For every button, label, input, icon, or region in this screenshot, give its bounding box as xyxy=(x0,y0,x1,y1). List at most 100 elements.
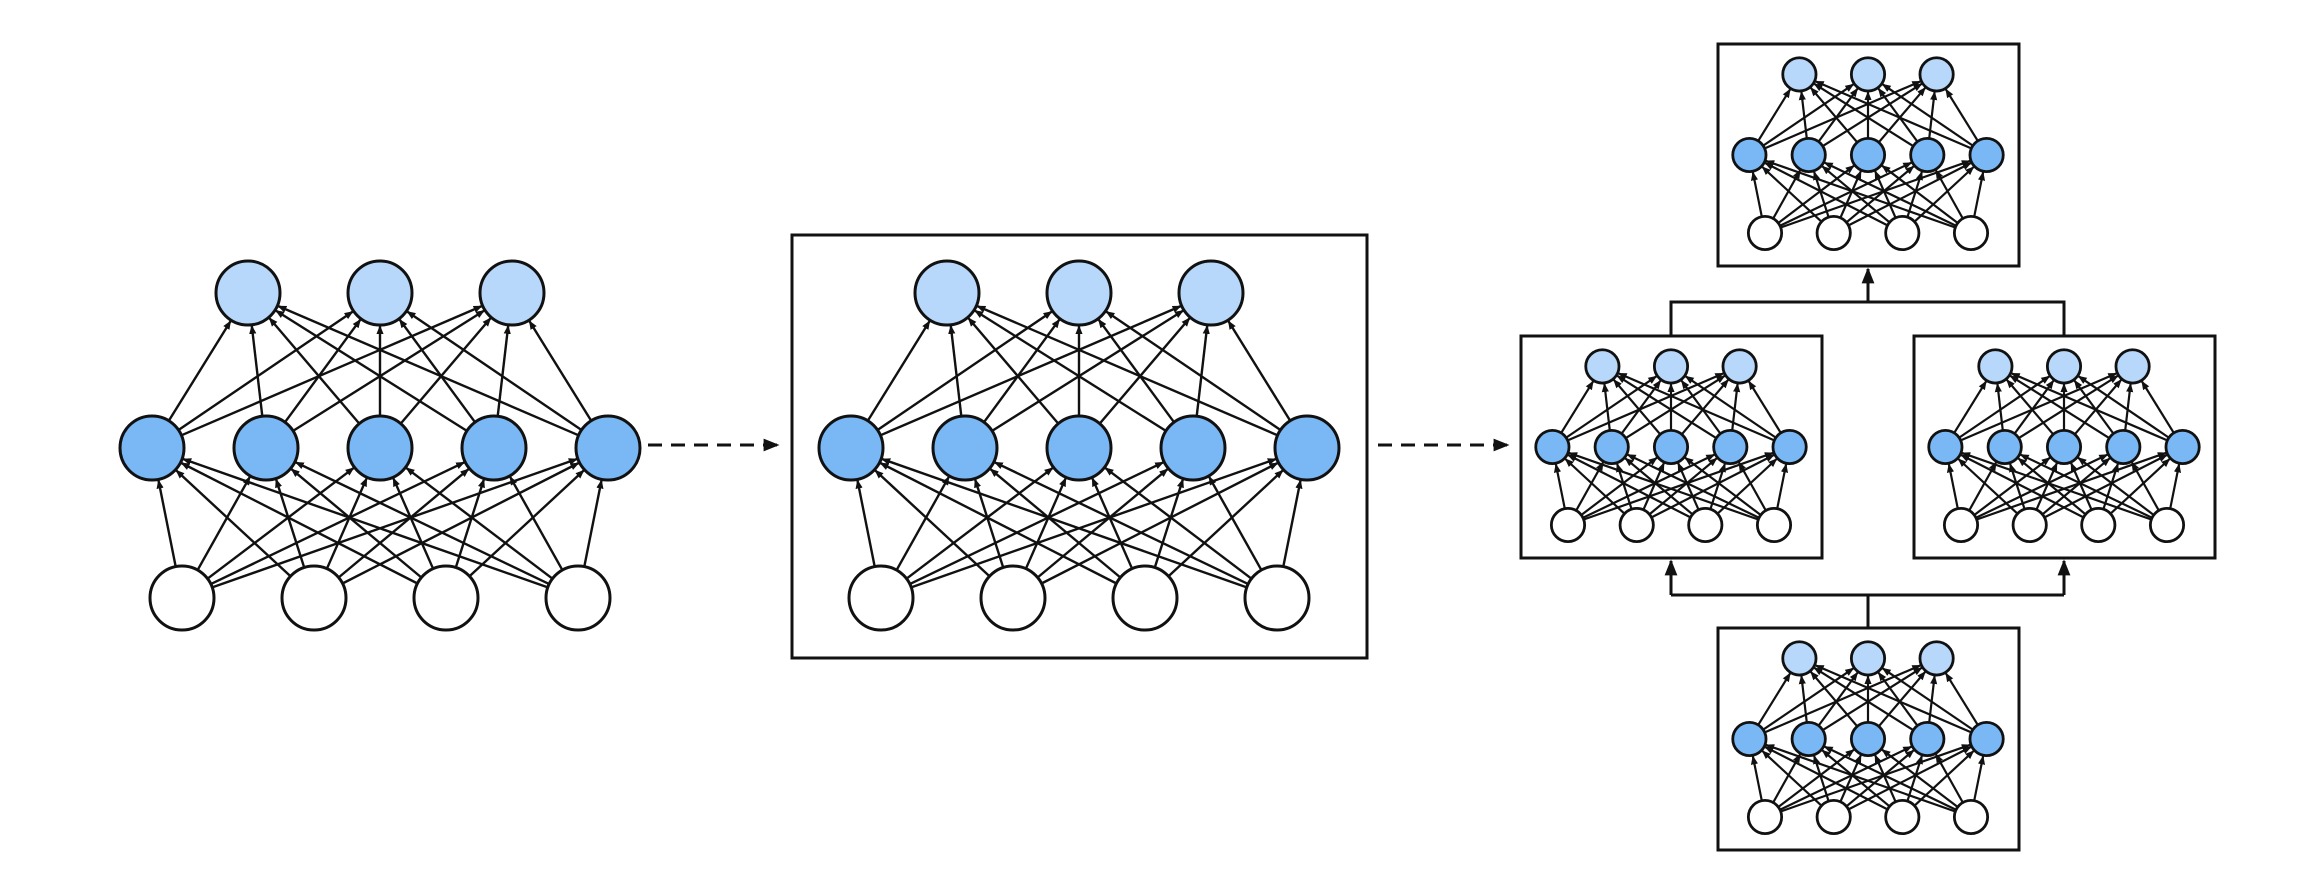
composed-bottom-edge-hidden-1-to-output-2 xyxy=(1822,666,1923,732)
block-edge-input-0-to-hidden-3 xyxy=(909,461,1165,586)
standalone-edge-input-0-to-hidden-3 xyxy=(210,461,466,586)
composed-top-edge-input-2-to-hidden-2 xyxy=(1874,170,1897,219)
standalone-edge-hidden-3-to-output-1 xyxy=(398,318,476,423)
composed-middle-left-edge-input-0-to-hidden-0 xyxy=(1553,463,1566,509)
composed-middle-right-edge-hidden-4-to-output-1 xyxy=(2077,375,2170,439)
composed-middle-left-output-node-2 xyxy=(1721,348,1758,385)
composed-bottom-edge-input-3-to-hidden-1 xyxy=(1823,745,1957,811)
composed-bottom-edge-input-2-to-hidden-0 xyxy=(1764,746,1888,811)
block-edge-input-2-to-hidden-1 xyxy=(989,468,1122,579)
composed-middle-left-edge-input-2-to-hidden-1 xyxy=(1624,457,1694,516)
composed-middle-left-input-node-0 xyxy=(1549,506,1587,544)
mlp-block xyxy=(790,233,1369,660)
composed-top-edge-hidden-4-to-output-1 xyxy=(1881,83,1974,147)
standalone-hidden-node-4 xyxy=(574,414,642,482)
composed-bottom-edge-input-3-to-hidden-0 xyxy=(1765,743,1956,813)
block-hidden-node-4 xyxy=(1273,414,1341,482)
composed-middle-left-edge-hidden-2-to-output-2 xyxy=(1680,379,1730,436)
composed-middle-right-edge-hidden-4-to-output-2 xyxy=(2140,380,2175,434)
composed-top-input-node-1 xyxy=(1815,214,1852,252)
block-edge-input-2-to-hidden-4 xyxy=(1167,469,1284,578)
composed-top-edge-hidden-1-to-output-0 xyxy=(1798,91,1808,139)
composed-bottom-edge-hidden-3-to-output-1 xyxy=(1877,671,1919,727)
composed-middle-right-edge-input-2-to-hidden-4 xyxy=(2109,458,2171,515)
standalone-input-node-2 xyxy=(412,564,480,632)
composed-middle-right-hidden-node-4 xyxy=(2164,428,2201,466)
composed-bottom-edge-hidden-4-to-output-2 xyxy=(1944,672,1979,726)
block-output-node-1 xyxy=(1045,259,1113,327)
composed-bottom-input-node-1 xyxy=(1815,798,1852,836)
block-edge-input-3-to-hidden-1 xyxy=(993,461,1249,586)
standalone-edge-hidden-0-to-output-0 xyxy=(167,320,232,422)
block-edge-input-1-to-hidden-4 xyxy=(1040,461,1279,585)
composed-middle-right-edge-input-2-to-hidden-2 xyxy=(2070,462,2093,511)
composed-middle-left-edges xyxy=(1553,372,1789,521)
block-edge-input-0-to-hidden-1 xyxy=(895,476,950,571)
composed-bottom-input-node-3 xyxy=(1952,798,1990,836)
composed-middle-right-edge-hidden-0-to-output-0 xyxy=(1953,380,1988,434)
composed-bottom-hidden-node-3 xyxy=(1909,720,1946,758)
block-edge-hidden-1-to-output-0 xyxy=(948,324,963,417)
composed-top-edge-input-3-to-hidden-0 xyxy=(1765,159,1956,229)
composed-top-edge-input-3-to-hidden-3 xyxy=(1934,169,1964,220)
flow-arrows xyxy=(648,267,2071,628)
composed-bottom-input-node-0 xyxy=(1746,798,1784,836)
composed-bottom-output-node-2 xyxy=(1918,640,1955,677)
standalone-edge-input-0-to-hidden-2 xyxy=(206,466,355,580)
composed-top-hidden-node-1 xyxy=(1790,136,1827,174)
composed-middle-right-edge-input-1-to-hidden-0 xyxy=(1957,458,2019,515)
composed-middle-right-edge-input-3-to-hidden-3 xyxy=(2130,461,2160,512)
composed-middle-right-output-node-0 xyxy=(1977,348,2014,385)
standalone-edge-hidden-2-to-output-0 xyxy=(268,317,361,425)
standalone-edge-hidden-4-to-output-0 xyxy=(277,304,580,437)
composed-block-bottom xyxy=(1716,626,2021,852)
standalone-edge-input-3-to-hidden-2 xyxy=(405,466,554,580)
composed-top-hidden-node-3 xyxy=(1909,136,1946,174)
composed-middle-right-edge-hidden-1-to-output-2 xyxy=(2018,374,2119,440)
standalone-edge-input-2-to-hidden-1 xyxy=(290,468,423,579)
standalone-edge-input-3-to-hidden-0 xyxy=(182,457,549,589)
composed-middle-left-edge-input-3-to-hidden-1 xyxy=(1626,453,1760,519)
composed-middle-left-output-node-0 xyxy=(1584,348,1621,385)
composed-top-edge-hidden-2-to-output-2 xyxy=(1877,87,1927,144)
block-edge-input-2-to-hidden-3 xyxy=(1153,478,1185,568)
composed-middle-right-edges xyxy=(1946,372,2182,521)
composed-block-frame-top xyxy=(1716,42,2021,268)
block-hidden-node-2 xyxy=(1045,414,1113,482)
composed-middle-left-hidden-node-3 xyxy=(1712,428,1749,466)
composed-middle-right-hidden-node-3 xyxy=(2105,428,2142,466)
block-nodes xyxy=(817,259,1341,632)
composed-top-nodes xyxy=(1731,56,2005,252)
standalone-edge-input-2-to-hidden-4 xyxy=(468,469,585,578)
block-edge-hidden-3-to-output-1 xyxy=(1097,318,1175,423)
composed-bottom-edge-input-2-to-hidden-2 xyxy=(1874,754,1897,803)
composed-top-hidden-node-4 xyxy=(1968,136,2005,174)
composed-middle-right-edge-hidden-2-to-output-2 xyxy=(2073,379,2123,436)
composed-middle-right-edge-input-0-to-hidden-0 xyxy=(1946,463,1959,509)
composed-middle-right-hidden-node-1 xyxy=(1986,428,2023,466)
composed-middle-left-edge-hidden-4-to-output-1 xyxy=(1684,375,1777,439)
standalone-edge-input-3-to-hidden-3 xyxy=(509,476,564,571)
composed-middle-left-edge-input-3-to-hidden-3 xyxy=(1737,461,1767,512)
composed-bottom-edge-input-3-to-hidden-4 xyxy=(1973,755,1986,801)
composed-middle-left-input-node-2 xyxy=(1687,506,1724,544)
composed-bottom-edge-hidden-4-to-output-1 xyxy=(1881,667,1974,731)
block-edge-input-1-to-hidden-0 xyxy=(874,469,991,578)
standalone-hidden-node-2 xyxy=(346,414,414,482)
composed-middle-right-edge-input-2-to-hidden-0 xyxy=(1960,454,2084,519)
standalone-edge-hidden-1-to-output-2 xyxy=(292,309,485,432)
standalone-edge-input-3-to-hidden-4 xyxy=(583,479,604,567)
block-edge-hidden-1-to-output-2 xyxy=(991,309,1184,432)
block-edge-input-3-to-hidden-4 xyxy=(1282,479,1303,567)
composed-bottom-hidden-node-0 xyxy=(1731,720,1768,758)
composed-bottom-edge-input-3-to-hidden-2 xyxy=(1881,748,1959,808)
merge-bar xyxy=(1669,300,2066,336)
standalone-edge-hidden-2-to-output-2 xyxy=(399,317,492,425)
composed-middle-right-edge-input-3-to-hidden-2 xyxy=(2077,456,2155,516)
composed-middle-left-edge-hidden-3-to-output-0 xyxy=(1616,374,1717,440)
block-edge-input-0-to-hidden-0 xyxy=(855,479,876,567)
composed-middle-right-output-node-1 xyxy=(2045,348,2083,385)
standalone-edge-input-2-to-hidden-3 xyxy=(454,478,486,568)
mlp-standalone xyxy=(118,259,642,632)
composed-middle-left-edge-hidden-3-to-output-1 xyxy=(1680,379,1722,435)
